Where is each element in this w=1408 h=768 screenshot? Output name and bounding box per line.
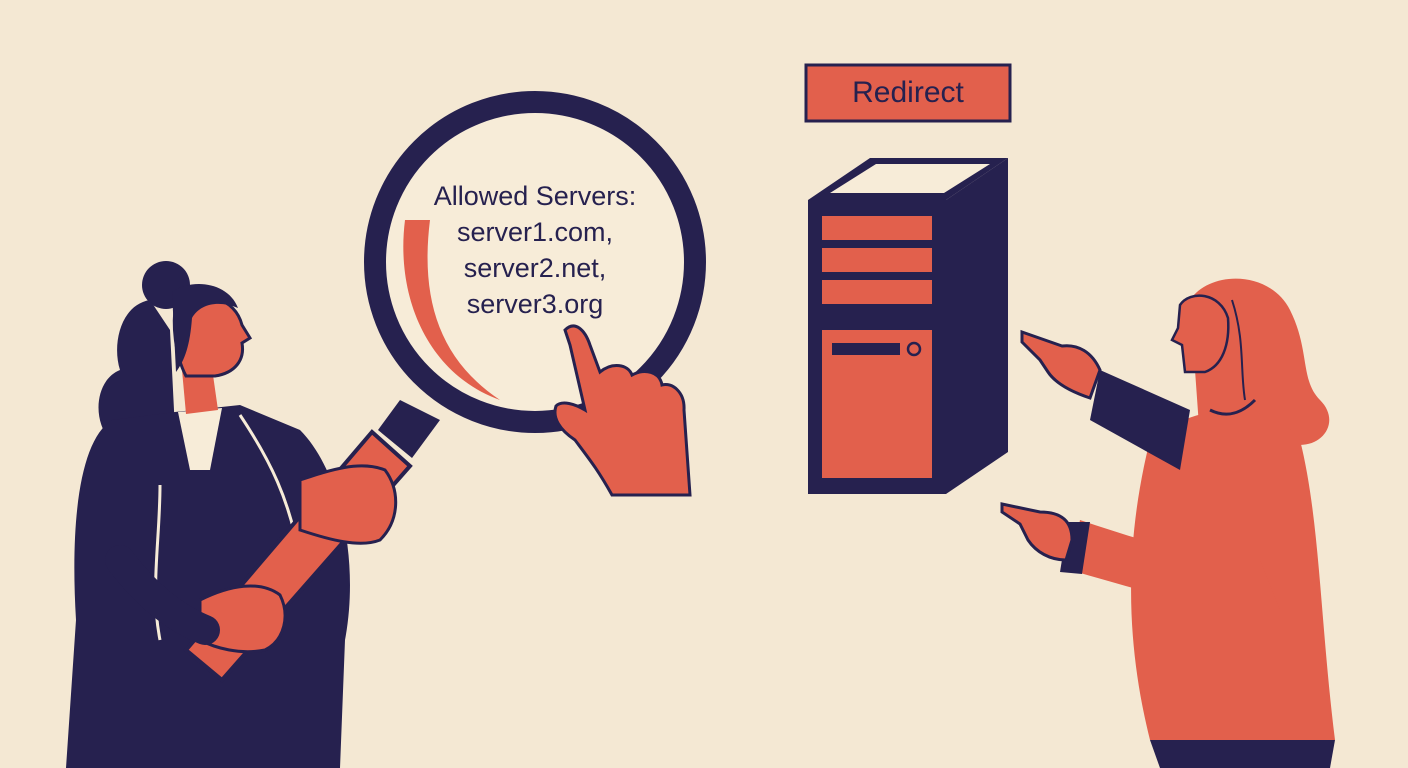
lens-pointing-hand — [553, 324, 692, 497]
server-drive-1 — [822, 216, 932, 240]
server-drive-2 — [822, 248, 932, 272]
lens-glass — [375, 102, 695, 422]
lower-pointing-hand — [1000, 502, 1074, 562]
server-power-light — [906, 341, 922, 357]
server-side — [946, 158, 1008, 494]
magnifier-neck — [378, 400, 440, 458]
allowed-servers-heading: Allowed Servers: — [433, 181, 637, 211]
coat-line — [154, 484, 162, 641]
lower-hand — [198, 584, 287, 654]
server-entry-2: server2.net, — [463, 253, 607, 283]
server-entry-3: server3.org — [466, 289, 604, 319]
trousers-right — [1150, 740, 1335, 768]
server-entry-1: server1.com, — [456, 217, 614, 247]
lower-arm — [105, 545, 220, 645]
hair-back — [98, 300, 175, 440]
neck — [182, 368, 218, 414]
coat — [66, 405, 350, 768]
hair-line — [1231, 299, 1246, 401]
left-woman-figure — [66, 261, 350, 768]
upper-pointing-hand — [1020, 329, 1102, 400]
server-top-panel — [830, 164, 990, 193]
pointing-hand-lens — [553, 324, 692, 497]
lens-reflection — [403, 220, 500, 400]
server-slot — [832, 343, 900, 355]
redirect-box — [804, 63, 1012, 123]
collar — [1209, 398, 1257, 416]
lens-ring — [364, 91, 706, 433]
left-woman-hands — [105, 464, 398, 654]
right-woman-figure — [1000, 278, 1335, 768]
allowed-servers-list: Allowed Servers: server1.com, server2.ne… — [400, 178, 670, 322]
upper-sleeve — [1090, 370, 1190, 470]
shirt — [178, 408, 222, 470]
server-drive-3 — [822, 280, 932, 304]
server-tower-icon — [808, 158, 1008, 494]
face-right — [1170, 294, 1230, 374]
upper-hand — [298, 464, 398, 545]
hair-front — [172, 284, 238, 372]
lower-sleeve — [1070, 520, 1280, 610]
